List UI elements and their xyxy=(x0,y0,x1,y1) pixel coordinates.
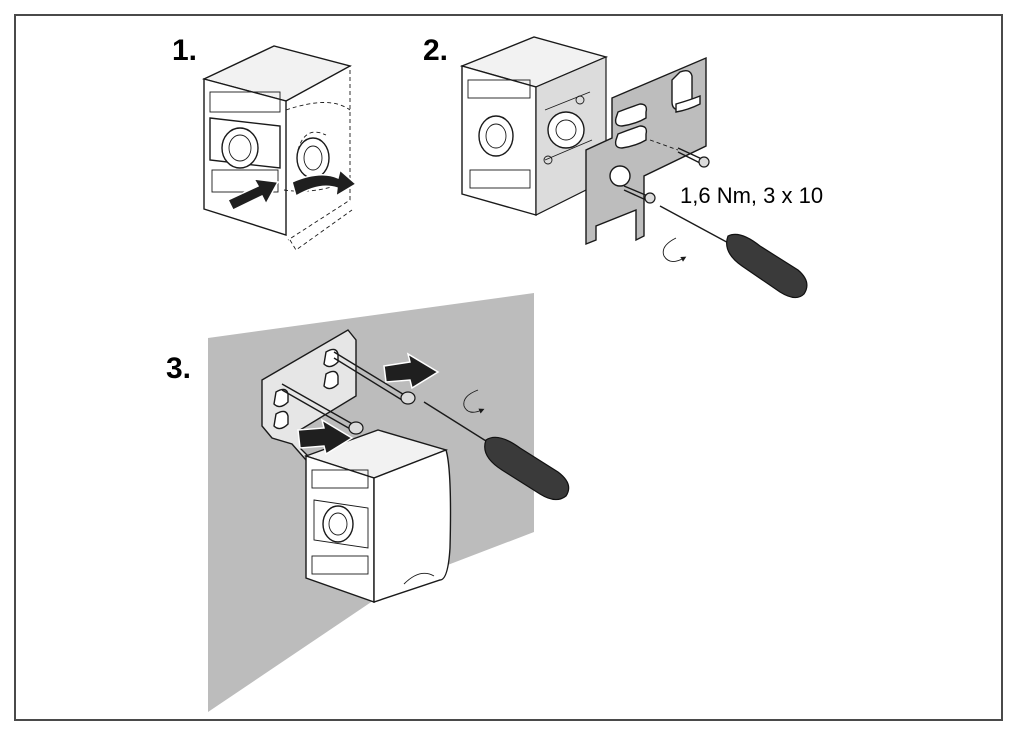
wall-bracket xyxy=(261,329,357,462)
step-3-group: 3. xyxy=(166,329,570,603)
push-arrow-lower xyxy=(297,418,354,456)
rotation-indicator-step-2 xyxy=(662,237,687,262)
step-3-unit xyxy=(303,429,452,603)
push-arrow xyxy=(226,178,280,211)
step-2-label: 2. xyxy=(423,34,448,67)
push-arrow-upper xyxy=(383,352,440,390)
rotation-indicator-step-3 xyxy=(463,389,485,414)
bracket-screws xyxy=(623,139,710,204)
torque-specification: 1,6 Nm, 3 x 10 xyxy=(680,183,823,208)
screwdriver-step-2 xyxy=(659,205,808,299)
step-1-unit xyxy=(201,45,353,251)
step-3-label: 3. xyxy=(166,352,191,385)
screwdriver-step-3 xyxy=(423,401,570,501)
mounting-bracket xyxy=(585,56,707,246)
step-1-label: 1. xyxy=(172,34,197,67)
step-2-unit xyxy=(459,36,609,216)
step-1-group: 1. xyxy=(172,34,358,251)
step-2-group: 2. xyxy=(423,34,823,299)
rotate-cover-arrow xyxy=(291,168,358,198)
wall-screws xyxy=(281,351,416,435)
